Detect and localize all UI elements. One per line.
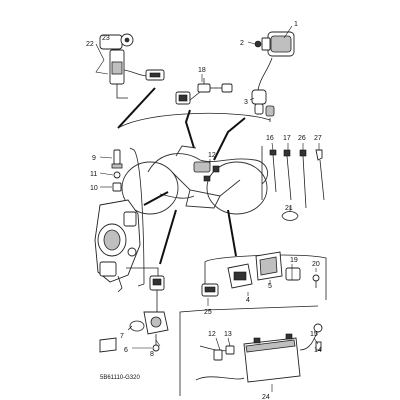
callout-9: 9 bbox=[92, 155, 96, 162]
callout-3: 3 bbox=[244, 99, 248, 106]
leader-line-sensor bbox=[159, 209, 177, 265]
callout-8: 8 bbox=[150, 351, 154, 358]
callout-14: 14 bbox=[314, 347, 322, 354]
regulator-relay-group bbox=[201, 251, 327, 306]
callout-17: 17 bbox=[283, 135, 291, 142]
callout-15: 15 bbox=[310, 331, 318, 338]
carburetor-assembly bbox=[94, 147, 145, 293]
callout-5: 5 bbox=[268, 283, 272, 290]
callout-18: 18 bbox=[198, 67, 206, 74]
callout-13: 13 bbox=[224, 331, 232, 338]
callout-4: 4 bbox=[246, 297, 250, 304]
main-switch-assembly bbox=[95, 33, 165, 99]
ignition-coil-assembly bbox=[247, 25, 295, 117]
callout-22: 22 bbox=[86, 41, 94, 48]
callout-6: 6 bbox=[124, 347, 128, 354]
callout-27: 27 bbox=[314, 135, 322, 142]
leader-line-lead bbox=[184, 109, 195, 149]
wire-lead-18 bbox=[175, 74, 233, 105]
callout-7: 7 bbox=[120, 333, 124, 340]
callout-19: 19 bbox=[290, 257, 298, 264]
callout-12-battery: 12 bbox=[208, 331, 216, 338]
callout-23: 23 bbox=[102, 35, 110, 42]
callout-26: 26 bbox=[298, 135, 306, 142]
callout-25: 25 bbox=[204, 309, 212, 316]
callout-20: 20 bbox=[312, 261, 320, 268]
callout-24: 24 bbox=[262, 394, 270, 400]
leader-line-carb bbox=[143, 191, 169, 206]
callout-2: 2 bbox=[240, 40, 244, 47]
callout-16: 16 bbox=[266, 135, 274, 142]
leader-line-box bbox=[227, 209, 237, 257]
callout-1: 1 bbox=[294, 21, 298, 28]
callout-21: 21 bbox=[285, 205, 293, 212]
battery-assembly bbox=[179, 305, 323, 396]
leader-line-switch bbox=[117, 87, 156, 129]
callout-10: 10 bbox=[90, 185, 98, 192]
callout-11: 11 bbox=[90, 171, 97, 178]
callout-12-top: 12 bbox=[208, 152, 216, 159]
cable-ties bbox=[261, 142, 325, 221]
leader-line-coil bbox=[213, 117, 246, 161]
figure-code: 5B61110-G320 bbox=[100, 375, 140, 381]
group-bracket-top bbox=[117, 112, 271, 129]
motorcycle-outline bbox=[121, 145, 269, 215]
sensor-assembly bbox=[99, 267, 169, 353]
